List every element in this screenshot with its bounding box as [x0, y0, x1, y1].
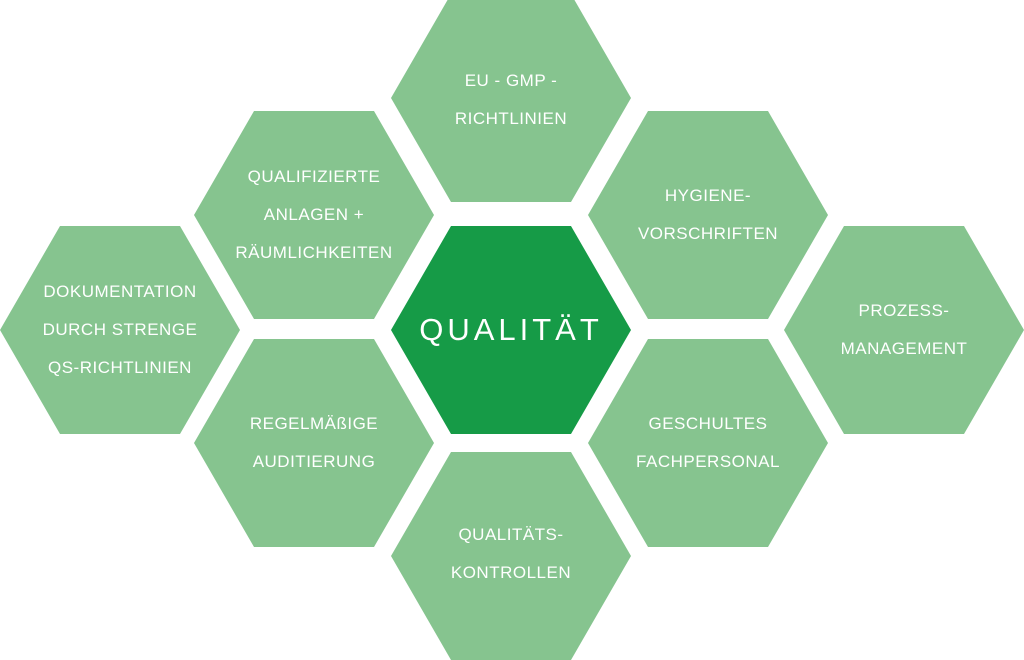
- hex-label: EU - GMP - RICHTLINIEN: [455, 58, 567, 138]
- hex-label-line: VORSCHRIFTEN: [637, 224, 779, 243]
- hex-label-line: ANLAGEN +: [263, 205, 365, 224]
- hex-label: REGELMÄßIGE AUDITIERUNG: [250, 405, 378, 481]
- hex-label-line: EU - GMP -: [464, 71, 558, 90]
- hex-label: PROZESS- MANAGEMENT: [841, 292, 968, 368]
- hex-hygiene: HYGIENE- VORSCHRIFTEN: [588, 111, 828, 319]
- hex-qualitaetskontrollen: QUALITÄTS- KONTROLLEN: [391, 452, 631, 660]
- hex-label: QUALITÄTS- KONTROLLEN: [451, 516, 571, 596]
- hex-dokumentation: DOKUMENTATION DURCH STRENGE QS-RICHTLINI…: [0, 226, 240, 434]
- hex-label-line: KONTROLLEN: [450, 563, 572, 582]
- hex-label-line: DURCH STRENGE: [42, 320, 198, 339]
- hex-label: QUALIFIZIERTE ANLAGEN + RÄUMLICHKEITEN: [235, 158, 392, 272]
- hex-label: DOKUMENTATION DURCH STRENGE QS-RICHTLINI…: [43, 273, 198, 387]
- hex-label-line: MANAGEMENT: [840, 339, 968, 358]
- hex-label-line: FACHPERSONAL: [636, 452, 780, 471]
- hex-qualifizierte-anlagen: QUALIFIZIERTE ANLAGEN + RÄUMLICHKEITEN: [194, 111, 434, 319]
- hex-eu-gmp: EU - GMP - RICHTLINIEN: [391, 0, 631, 202]
- hex-label-line: AUDITIERUNG: [252, 452, 376, 471]
- hex-label-line: RÄUMLICHKEITEN: [235, 243, 393, 262]
- hex-label: GESCHULTES FACHPERSONAL: [636, 405, 780, 481]
- hex-label-line: HYGIENE-: [664, 186, 752, 205]
- hex-geschultes-fachpersonal: GESCHULTES FACHPERSONAL: [588, 339, 828, 547]
- hex-label-line: GESCHULTES: [648, 414, 768, 433]
- hex-center-qualitaet: QUALITÄT: [391, 226, 631, 434]
- hex-center-label: QUALITÄT: [419, 310, 603, 350]
- hex-label-line: PROZESS-: [858, 301, 950, 320]
- hex-label-line: REGELMÄßIGE: [249, 414, 379, 433]
- hex-label: HYGIENE- VORSCHRIFTEN: [638, 177, 778, 253]
- hex-prozess-management: PROZESS- MANAGEMENT: [784, 226, 1024, 434]
- center-title: QUALITÄT: [419, 312, 603, 347]
- hex-label-line: RICHTLINIEN: [454, 109, 568, 128]
- hex-label-line: DOKUMENTATION: [43, 282, 197, 301]
- hex-label-line: QS-RICHTLINIEN: [48, 358, 192, 377]
- hex-label-line: QUALIFIZIERTE: [247, 167, 381, 186]
- hex-regelmaessige-auditierung: REGELMÄßIGE AUDITIERUNG: [194, 339, 434, 547]
- hex-label-line: QUALITÄTS-: [458, 525, 564, 544]
